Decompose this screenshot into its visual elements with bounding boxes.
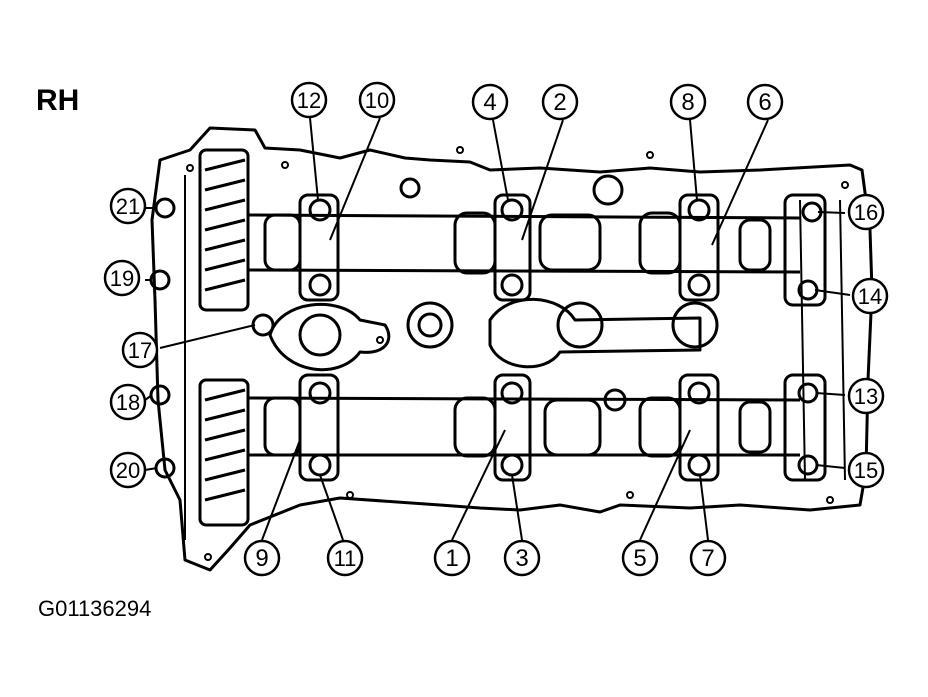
callout-label: 4 <box>483 89 496 116</box>
callout-12: 12 <box>290 81 328 119</box>
callout-6: 6 <box>746 83 784 121</box>
callout-15: 15 <box>847 451 885 489</box>
callout-label: 10 <box>365 88 389 113</box>
callout-circle <box>109 187 147 225</box>
callout-label: 5 <box>633 545 646 572</box>
callout-circle <box>689 539 727 577</box>
callout-label: 6 <box>758 89 771 116</box>
callout-18: 18 <box>109 383 147 421</box>
upper-cam-sprocket <box>198 148 250 312</box>
callout-16: 16 <box>847 193 885 231</box>
callout-label: 12 <box>297 88 321 113</box>
callout-circle <box>103 259 141 297</box>
callout-circle <box>847 193 885 231</box>
callout-3: 3 <box>503 539 541 577</box>
callout-20: 20 <box>109 451 147 489</box>
callout-label: 9 <box>255 545 268 572</box>
figure-id: G01136294 <box>38 596 152 621</box>
callout-label: 8 <box>681 89 694 116</box>
callout-label: 18 <box>116 390 140 415</box>
lower-camshaft <box>247 396 801 458</box>
callout-10: 10 <box>358 81 396 119</box>
callout-label: 7 <box>701 545 714 572</box>
callout-label: 15 <box>854 458 878 483</box>
callout-circle <box>109 383 147 421</box>
callout-circle <box>621 539 659 577</box>
callout-circle <box>669 83 707 121</box>
callout-circle <box>358 81 396 119</box>
callout-19: 19 <box>103 259 141 297</box>
callout-circle <box>847 377 885 415</box>
callout-label: 17 <box>128 338 152 363</box>
callout-circle <box>851 277 889 315</box>
callout-label: 1 <box>445 545 458 572</box>
callout-label: 2 <box>553 89 566 116</box>
callout-circle <box>243 539 281 577</box>
callout-label: 19 <box>110 266 134 291</box>
callout-1: 1 <box>433 539 471 577</box>
callout-circle <box>471 83 509 121</box>
callout-circle <box>109 451 147 489</box>
callout-circle <box>290 81 328 119</box>
callout-circle <box>503 539 541 577</box>
callout-circle <box>847 451 885 489</box>
callout-circle <box>433 539 471 577</box>
callout-4: 4 <box>471 83 509 121</box>
mounting-holes <box>186 146 849 561</box>
callout-2: 2 <box>541 83 579 121</box>
callout-circle <box>746 83 784 121</box>
callout-8: 8 <box>669 83 707 121</box>
callout-17: 17 <box>121 331 159 369</box>
cap-bolts <box>149 197 823 479</box>
callout-5: 5 <box>621 539 659 577</box>
callout-circle <box>541 83 579 121</box>
callout-label: 20 <box>116 458 140 483</box>
callout-label: 21 <box>116 194 140 219</box>
callout-11: 11 <box>326 539 364 577</box>
callout-circle <box>121 331 159 369</box>
callout-13: 13 <box>847 377 885 415</box>
callout-9: 9 <box>243 539 281 577</box>
side-label: RH <box>36 84 80 117</box>
callout-14: 14 <box>851 277 889 315</box>
callout-circle <box>326 539 364 577</box>
callout-label: 11 <box>334 546 357 571</box>
callout-7: 7 <box>689 539 727 577</box>
callout-label: 3 <box>515 545 528 572</box>
callout-label: 13 <box>854 384 878 409</box>
callout-label: 14 <box>858 284 882 309</box>
callout-21: 21 <box>109 187 147 225</box>
lower-cam-sprocket <box>198 378 250 527</box>
leader-lines <box>144 117 851 541</box>
spark-plug-bosses <box>268 174 719 412</box>
callout-label: 16 <box>854 200 878 225</box>
